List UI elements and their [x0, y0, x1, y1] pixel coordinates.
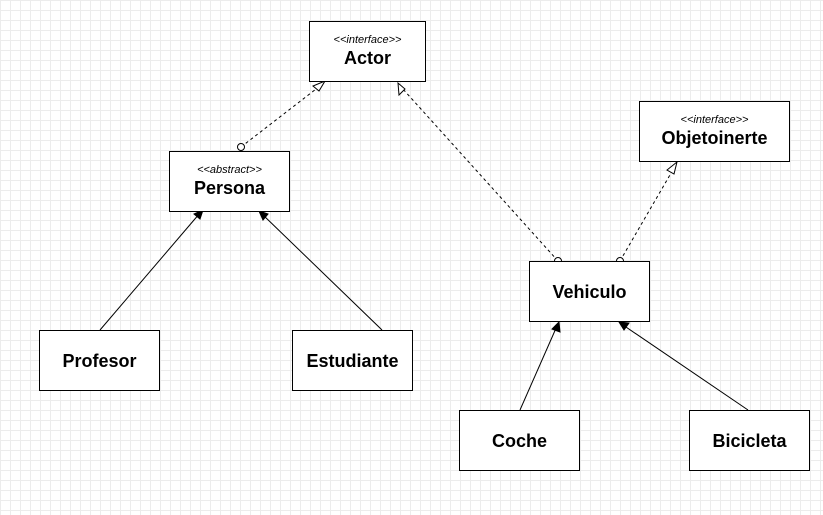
edge-bicicleta-vehiculo [618, 321, 749, 411]
node-persona[interactable]: <<abstract>> Persona [169, 151, 290, 212]
edge-vehiculo-objetoinerte [616, 160, 678, 265]
class-name: Persona [193, 178, 266, 198]
class-name: Bicicleta [712, 430, 787, 451]
edge-persona-actor [237, 79, 327, 151]
edge-coche-vehiculo [519, 320, 561, 411]
class-name: Coche [491, 430, 547, 451]
node-profesor[interactable]: Profesor [39, 330, 160, 391]
class-name: Estudiante [306, 350, 399, 371]
node-coche[interactable]: Coche [459, 410, 580, 471]
stereotype-label: <<abstract>> [197, 164, 262, 176]
node-estudiante[interactable]: Estudiante [292, 330, 413, 391]
class-name: Actor [343, 48, 391, 68]
class-name: Objetoinerte [661, 128, 768, 148]
stereotype-label: <<interface>> [333, 34, 402, 46]
node-objetoinerte[interactable]: <<interface>> Objetoinerte [639, 101, 790, 162]
node-bicicleta[interactable]: Bicicleta [689, 410, 810, 471]
class-name: Profesor [62, 350, 137, 371]
stereotype-label: <<interface>> [680, 114, 749, 126]
node-vehiculo[interactable]: Vehiculo [529, 261, 650, 322]
class-name: Vehiculo [552, 281, 627, 302]
node-actor[interactable]: <<interface>> Actor [309, 21, 426, 82]
edge-profesor-persona [99, 209, 204, 331]
edge-estudiante-persona [258, 210, 383, 331]
edge-vehiculo-actor [397, 81, 562, 265]
